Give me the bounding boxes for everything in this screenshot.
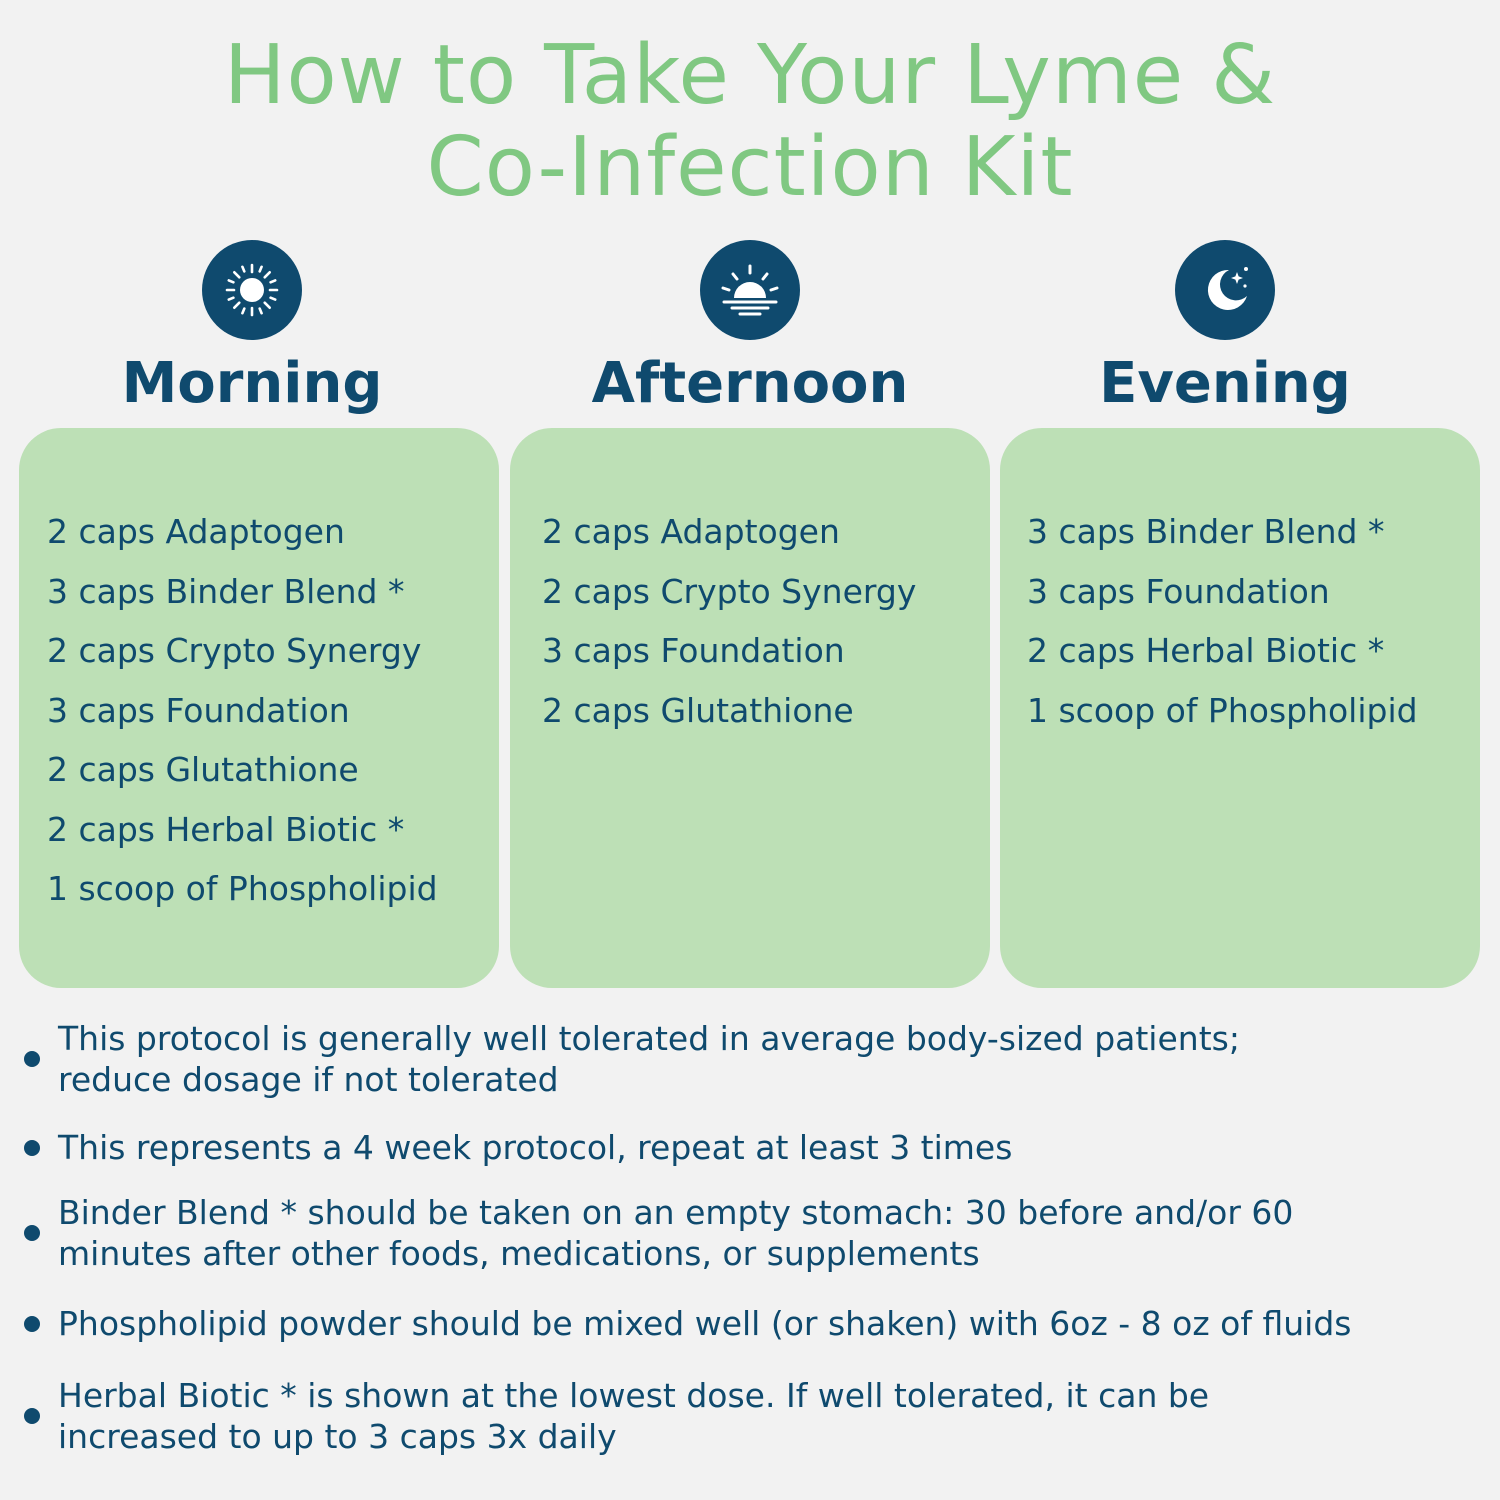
note-item: This protocol is generally well tolerate… (24, 1018, 1484, 1100)
note-item: This represents a 4 week protocol, repea… (24, 1127, 1484, 1168)
note-item: Binder Blend * should be taken on an emp… (24, 1192, 1484, 1274)
note-text: Binder Blend * should be taken on an emp… (58, 1192, 1293, 1274)
note-line: This represents a 4 week protocol, repea… (58, 1128, 1013, 1167)
bullet-icon (24, 1408, 40, 1424)
list-item: 2 caps Herbal Biotic * (1027, 631, 1385, 670)
card-morning: 2 caps Adaptogen 3 caps Binder Blend * 2… (19, 428, 499, 988)
list-item: 2 caps Glutathione (47, 750, 359, 789)
note-item: Herbal Biotic * is shown at the lowest d… (24, 1375, 1484, 1457)
period-evening: Evening (985, 240, 1465, 418)
list-item: 2 caps Herbal Biotic * (47, 809, 405, 849)
note-line: Binder Blend * should be taken on an emp… (58, 1193, 1294, 1232)
title-line-2: Co-Infection Kit (426, 120, 1074, 215)
moon-stars-icon (1175, 240, 1275, 340)
note-text: This represents a 4 week protocol, repea… (58, 1127, 1012, 1168)
card-evening: 3 caps Binder Blend * 3 caps Foundation … (1000, 428, 1480, 988)
note-text: Phospholipid powder should be mixed well… (58, 1303, 1351, 1344)
list-item: 2 caps Crypto Synergy (542, 571, 917, 611)
card-afternoon: 2 caps Adaptogen 2 caps Crypto Synergy 3… (510, 428, 990, 988)
note-text: This protocol is generally well tolerate… (58, 1018, 1240, 1100)
bullet-icon (24, 1051, 40, 1067)
dose-list-evening: 3 caps Binder Blend * 3 caps Foundation … (1027, 502, 1480, 740)
page-title: How to Take Your Lyme & Co-Infection Kit (0, 30, 1500, 214)
bullet-icon (24, 1315, 40, 1332)
note-line: Phospholipid powder should be mixed well… (58, 1304, 1352, 1343)
bullet-icon (24, 1225, 40, 1241)
period-afternoon: Afternoon (510, 240, 990, 418)
note-item: Phospholipid powder should be mixed well… (24, 1303, 1484, 1344)
period-label-evening: Evening (1099, 351, 1351, 416)
list-item: 2 caps Adaptogen (47, 512, 345, 551)
period-label-afternoon: Afternoon (591, 351, 909, 416)
list-item: 3 caps Foundation (47, 690, 350, 730)
list-item: 3 caps Binder Blend * (47, 571, 405, 611)
note-line: minutes after other foods, medications, … (58, 1234, 980, 1273)
list-item: 1 scoop of Phospholipid (47, 869, 438, 908)
bullet-icon (24, 1139, 40, 1156)
note-line: This protocol is generally well tolerate… (58, 1019, 1240, 1058)
list-item: 2 caps Crypto Synergy (47, 631, 422, 670)
sun-icon (202, 240, 302, 340)
note-line: Herbal Biotic * is shown at the lowest d… (58, 1376, 1210, 1415)
list-item: 2 caps Adaptogen (542, 512, 840, 551)
note-line: reduce dosage if not tolerated (58, 1060, 559, 1099)
period-morning: Morning (12, 240, 492, 418)
note-line: increased to up to 3 caps 3x daily (58, 1417, 617, 1456)
list-item: 3 caps Binder Blend * (1027, 512, 1385, 551)
list-item: 3 caps Foundation (1027, 571, 1330, 611)
dose-list-morning: 2 caps Adaptogen 3 caps Binder Blend * 2… (47, 502, 499, 919)
list-item: 3 caps Foundation (542, 631, 845, 670)
note-text: Herbal Biotic * is shown at the lowest d… (58, 1375, 1209, 1457)
period-label-morning: Morning (121, 351, 383, 416)
dose-list-afternoon: 2 caps Adaptogen 2 caps Crypto Synergy 3… (542, 502, 990, 740)
list-item: 2 caps Glutathione (542, 690, 854, 730)
list-item: 1 scoop of Phospholipid (1027, 690, 1418, 730)
sunrise-icon (700, 240, 800, 340)
title-line-1: How to Take Your Lyme & (223, 28, 1277, 123)
